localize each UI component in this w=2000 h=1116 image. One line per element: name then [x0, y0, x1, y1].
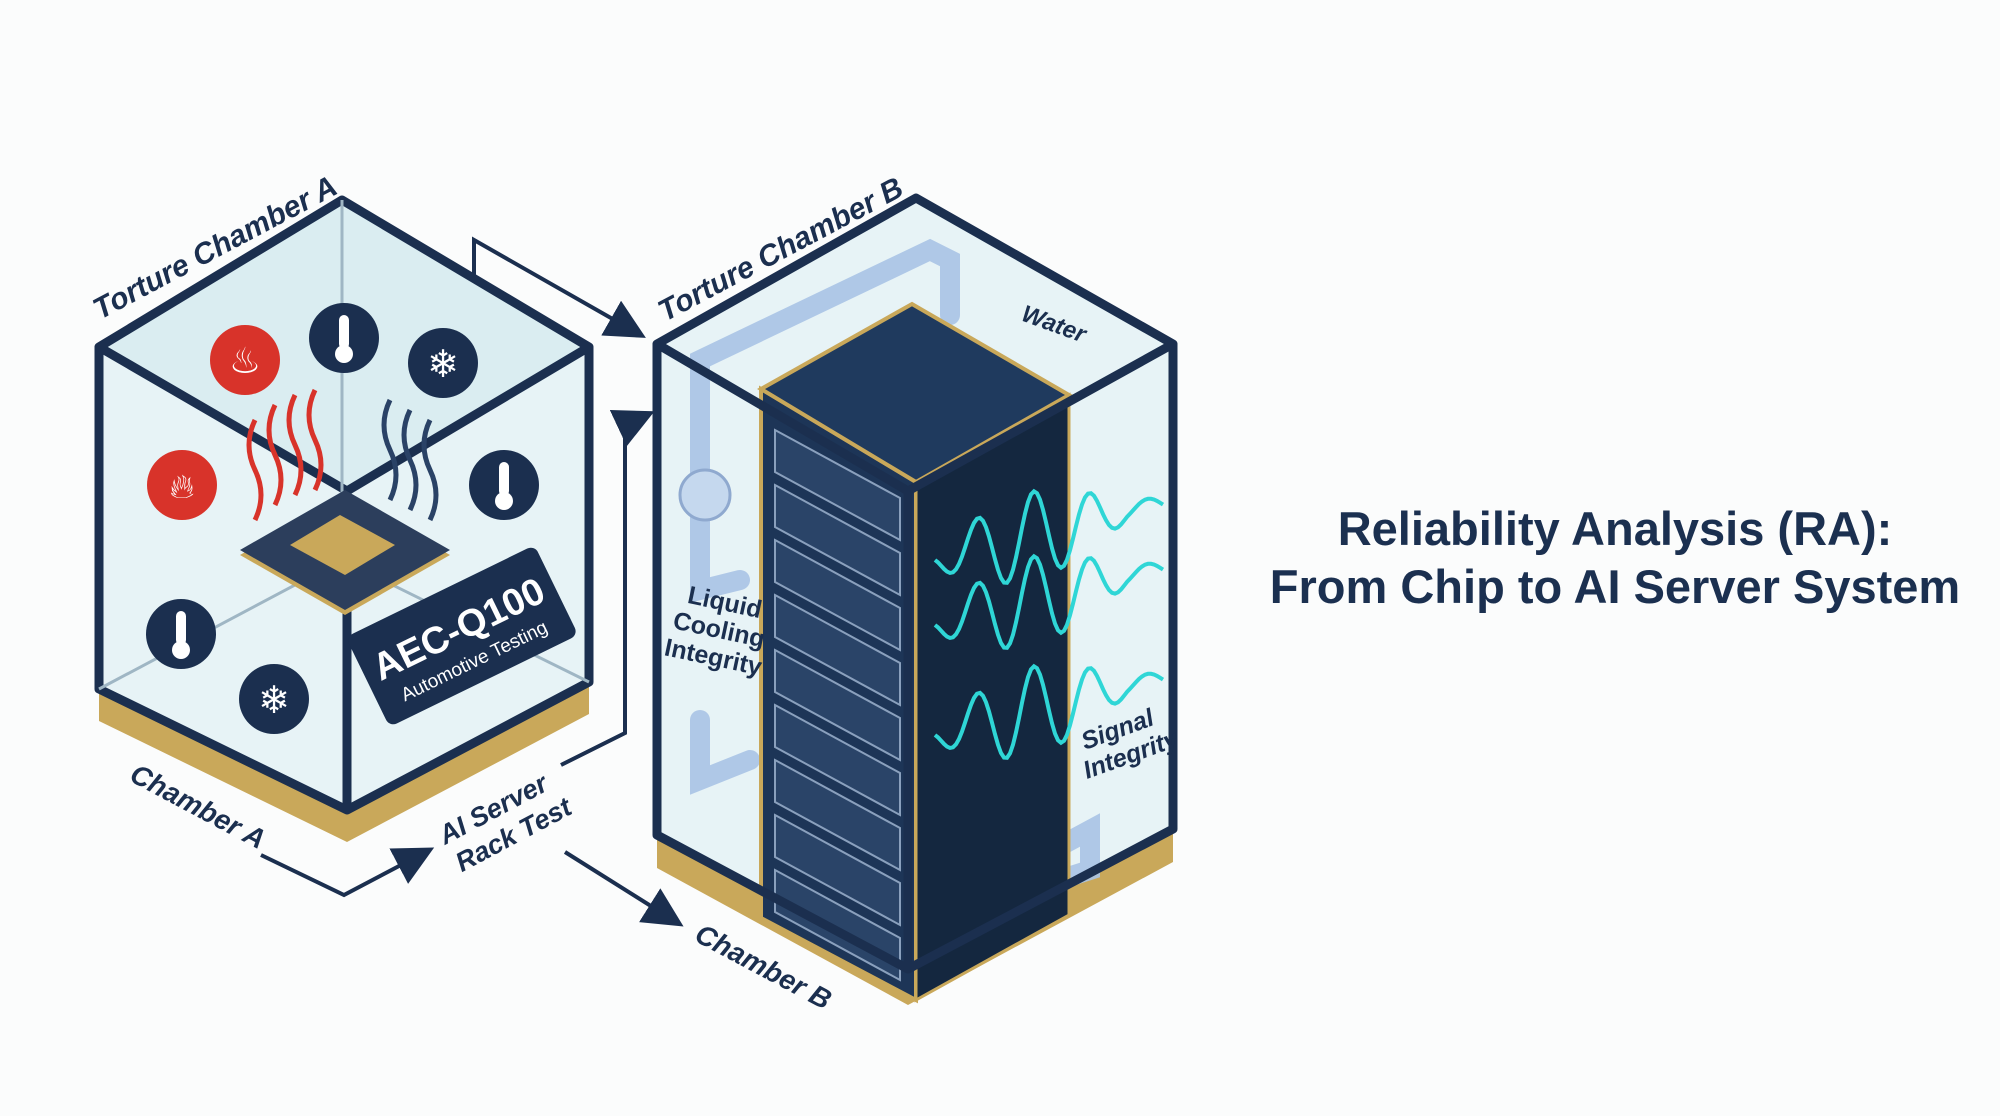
thermometer-icon — [146, 599, 216, 669]
server-unit — [774, 758, 901, 872]
snowflake-icon: ❄ — [408, 328, 478, 398]
snowflake-icon: ❄ — [239, 664, 309, 734]
arrow-chamber-b — [563, 850, 684, 927]
flame-icon: 🔥︎ — [147, 450, 217, 520]
arrow-to-chamber-b-top — [472, 236, 646, 338]
svg-text:❄: ❄ — [427, 344, 459, 386]
server-unit — [774, 538, 901, 652]
water-drop-icon — [678, 468, 732, 522]
cold-waves — [381, 398, 439, 522]
server-unit — [774, 648, 901, 762]
svg-text:❄: ❄ — [258, 680, 290, 722]
server-rack — [757, 301, 1074, 1004]
server-unit — [774, 703, 901, 817]
heat-waves — [246, 388, 324, 522]
page-title: Reliability Analysis (RA): From Chip to … — [1240, 500, 1990, 616]
flow-arrows — [260, 236, 684, 927]
server-unit — [774, 593, 901, 707]
heat-icon: ♨ — [210, 325, 280, 395]
signal-wave — [933, 553, 1165, 650]
signal-waves — [933, 488, 1165, 760]
chamber-a: ♨ ❄ 🔥︎ ❄ AEC-Q100 Automotive Testing Tor… — [88, 170, 594, 855]
thermometer-icon — [469, 450, 539, 520]
title-line-1: Reliability Analysis (RA): — [1337, 502, 1893, 555]
signal-wave — [933, 488, 1165, 585]
server-unit — [774, 483, 901, 597]
svg-text:🔥︎: 🔥︎ — [170, 468, 195, 506]
svg-text:♨: ♨ — [229, 340, 261, 381]
arrow-chamber-a — [260, 847, 435, 898]
server-unit — [774, 428, 901, 542]
title-line-2: From Chip to AI Server System — [1269, 560, 1961, 613]
cooling-pipe — [690, 238, 1100, 920]
signal-wave — [933, 663, 1165, 760]
chip — [240, 490, 450, 615]
thermometer-icon — [309, 303, 379, 373]
server-unit — [774, 813, 901, 927]
arrow-from-rack-test — [560, 410, 655, 767]
